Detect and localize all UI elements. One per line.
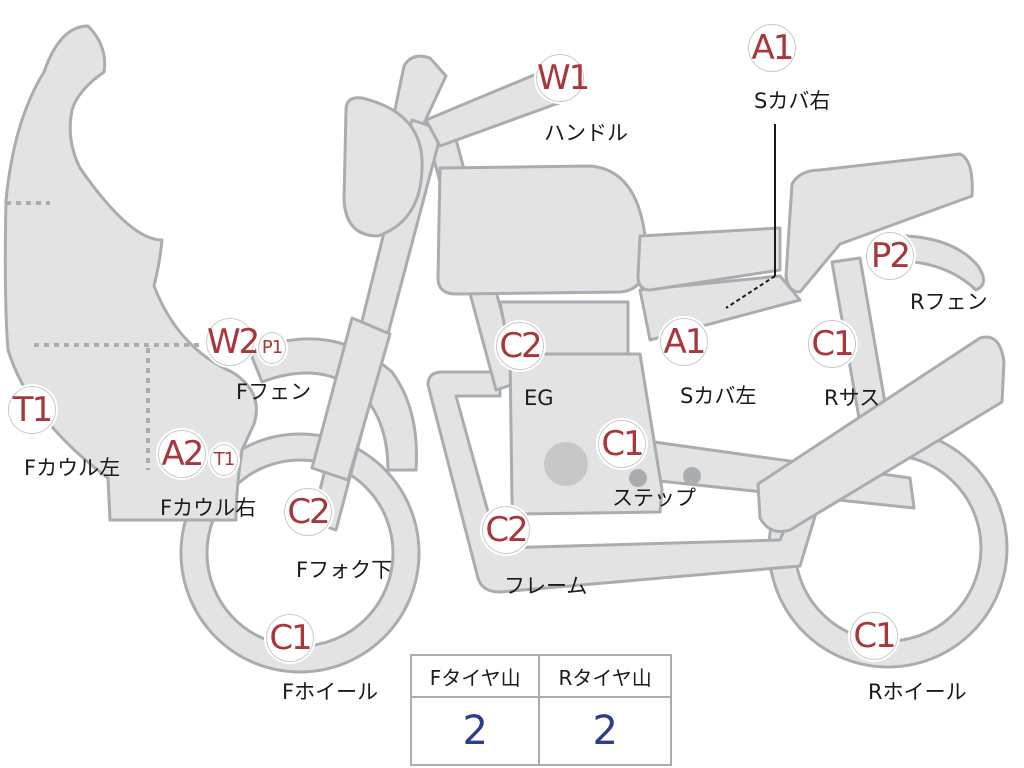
front-wheel-outer-edge [179, 432, 421, 674]
badge-front-cowl-left: T1 [8, 386, 56, 434]
label-sub-cover-right: Sカバ右 [754, 89, 831, 113]
badge-engine: C2 [496, 322, 544, 370]
header-rear-tire: Rタイヤ山 [538, 654, 672, 698]
label-front-cowl-left: Fカウル左 [24, 456, 121, 480]
badge-front-fender-sub: P1 [258, 332, 286, 364]
label-rear-fender: Rフェン [910, 290, 988, 314]
label-engine: EG [524, 386, 554, 410]
label-front-wheel: Fホイール [282, 680, 379, 704]
front-cowl [3, 24, 258, 522]
leader-line-dashed [725, 275, 776, 309]
badge-front-fork-lower: C2 [284, 488, 332, 536]
front-fork-lower-shape [310, 316, 392, 482]
header-front-tire: Fタイヤ山 [409, 654, 541, 698]
label-step: ステップ [612, 486, 696, 510]
badge-sub-cover-left: A1 [660, 318, 708, 366]
tire-tread-table: Fタイヤ山 Rタイヤ山 2 2 [409, 654, 672, 766]
badge-step: C1 [598, 420, 646, 468]
front-fork [390, 54, 448, 138]
badge-rear-fender: P2 [866, 232, 914, 280]
step-left [629, 469, 647, 487]
badge-handle: W1 [536, 54, 590, 102]
value-rear-tire: 2 [538, 696, 672, 766]
badge-rear-suspension: C1 [808, 320, 856, 368]
frame-lower-loop [426, 370, 822, 594]
badge-sub-cover-right: A1 [748, 24, 796, 72]
step-right [683, 467, 701, 485]
label-sub-cover-left: Sカバ左 [680, 384, 757, 408]
label-front-fork-lower: Fフォク下 [296, 558, 393, 582]
badge-front-wheel: C1 [266, 614, 314, 662]
label-rear-suspension: Rサス [824, 386, 881, 410]
badge-rear-wheel: C1 [850, 612, 898, 660]
value-front-tire: 2 [409, 696, 541, 766]
badge-front-fender: W2 [206, 318, 260, 366]
headlight [342, 96, 424, 238]
label-handle: ハンドル [544, 121, 628, 145]
badge-front-cowl-right-sub: T1 [210, 444, 238, 476]
label-front-fender: Fフェン [236, 380, 312, 404]
fuel-tank [436, 164, 648, 296]
badge-front-cowl-right: A2 [158, 430, 206, 478]
label-rear-wheel: Rホイール [868, 680, 967, 704]
seat-front [636, 226, 782, 292]
badge-frame: C2 [482, 506, 530, 554]
engine-cover [544, 442, 588, 486]
rear-tail [756, 335, 1006, 533]
label-frame: フレーム [504, 574, 588, 598]
seat-rear [784, 152, 974, 294]
label-front-cowl-right: Fカウル右 [160, 496, 257, 520]
